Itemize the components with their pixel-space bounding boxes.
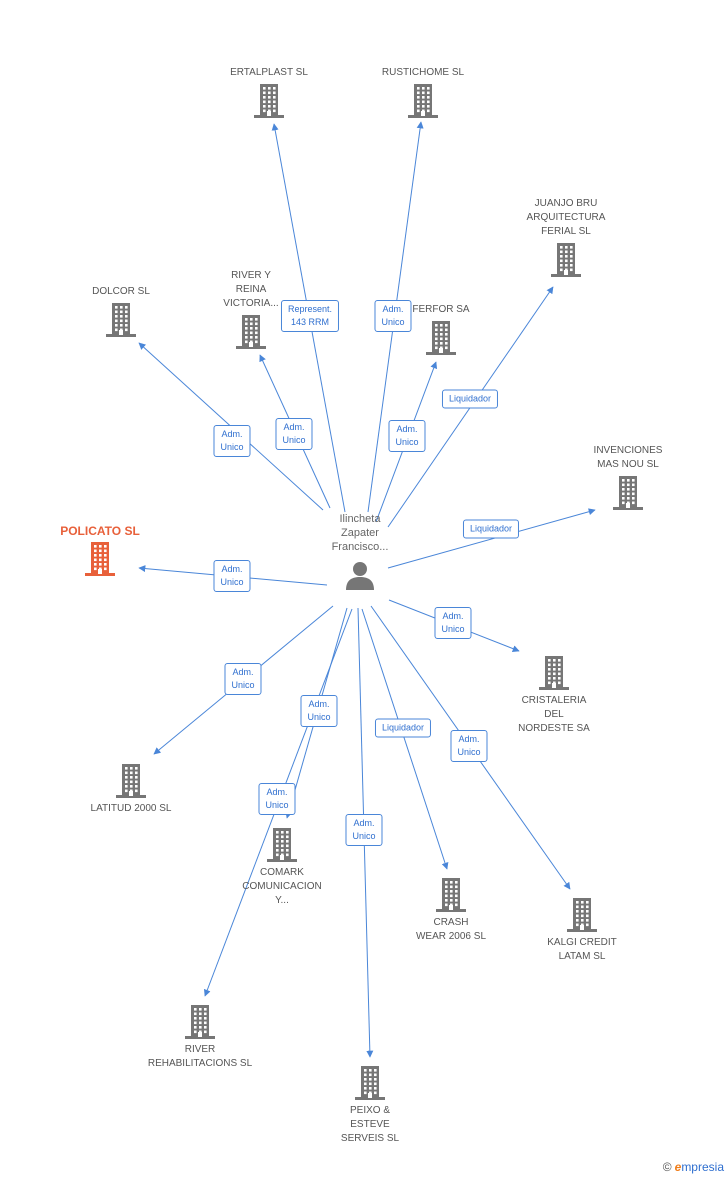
building-icon [106, 303, 136, 337]
edge-label-policato[interactable]: Adm. Unico [213, 560, 251, 592]
edge-invenciones [387, 508, 596, 569]
copyright-symbol: © [662, 1160, 672, 1174]
company-name: PEIXO & ESTEVE SERVEIS SL [340, 1105, 400, 1144]
brand-name: mpresia [681, 1160, 724, 1174]
company-name: KALGI CREDIT LATAM SL [547, 937, 617, 962]
company-node-ferfor[interactable]: FERFOR SA [376, 303, 506, 355]
edge-label-cristaleria[interactable]: Adm. Unico [434, 607, 472, 639]
edge-crash [361, 608, 449, 870]
edge-label-invenciones[interactable]: Liquidador [462, 519, 520, 539]
company-name: RIVER REHABILITACIONS SL [147, 1044, 253, 1069]
company-name: POLICATO SL [60, 524, 140, 538]
company-name: RIVER Y REINA VICTORIA... [223, 270, 279, 309]
edge-label-peixo[interactable]: Adm. Unico [345, 814, 383, 846]
company-node-invenciones[interactable]: INVENCIONES MAS NOU SL [563, 444, 693, 510]
company-node-rustichome[interactable]: RUSTICHOME SL [358, 66, 488, 118]
building-icon [116, 764, 146, 798]
company-node-policato[interactable]: POLICATO SL [35, 524, 165, 576]
building-icon [551, 243, 581, 277]
edge-label-crash[interactable]: Liquidador [374, 718, 432, 738]
building-icon [267, 828, 297, 862]
brand-logo: ©empresia [663, 1160, 724, 1174]
company-node-juanjo[interactable]: JUANJO BRU ARQUITECTURA FERIAL SL [501, 197, 631, 277]
building-icon [613, 476, 643, 510]
center-person-name: Ilincheta Zapater Francisco... [331, 513, 389, 553]
company-name: COMARK COMUNICACION Y... [242, 867, 322, 906]
company-node-dolcor[interactable]: DOLCOR SL [56, 285, 186, 337]
edge-label-kalgi[interactable]: Adm. Unico [450, 730, 488, 762]
edge-label-river-reina[interactable]: Adm. Unico [275, 418, 313, 450]
brand-initial: e [674, 1160, 682, 1174]
edge-label-ertalplast[interactable]: Represent. 143 RRM [280, 300, 340, 332]
edge-label-comark[interactable]: Adm. Unico [300, 695, 338, 727]
company-node-latitud[interactable]: LATITUD 2000 SL [66, 764, 196, 816]
building-icon [254, 84, 284, 118]
company-name: DOLCOR SL [92, 286, 150, 297]
edge-label-rustichome[interactable]: Adm. Unico [374, 300, 412, 332]
building-icon [436, 878, 466, 912]
edge-label-latitud[interactable]: Adm. Unico [224, 663, 262, 695]
edge-label-ferfor[interactable]: Adm. Unico [388, 420, 426, 452]
company-node-river-reina[interactable]: RIVER Y REINA VICTORIA... [186, 269, 316, 349]
company-node-cristaleria[interactable]: CRISTALERIA DEL NORDESTE SA [489, 656, 619, 736]
company-node-comark[interactable]: COMARK COMUNICACION Y... [217, 828, 347, 908]
building-icon [185, 1005, 215, 1039]
company-node-peixo[interactable]: PEIXO & ESTEVE SERVEIS SL [305, 1066, 435, 1146]
building-icon [85, 542, 115, 576]
building-icon [408, 84, 438, 118]
center-person[interactable]: Ilincheta Zapater Francisco... [295, 512, 425, 590]
company-name: INVENCIONES MAS NOU SL [593, 445, 663, 470]
company-node-crash[interactable]: CRASH WEAR 2006 SL [386, 878, 516, 944]
building-icon [567, 898, 597, 932]
building-icon [355, 1066, 385, 1100]
company-node-kalgi[interactable]: KALGI CREDIT LATAM SL [517, 898, 647, 964]
company-name: CRASH WEAR 2006 SL [415, 917, 487, 942]
edge-label-river-rehab[interactable]: Adm. Unico [258, 783, 296, 815]
company-name: RUSTICHOME SL [381, 67, 465, 78]
building-icon [426, 321, 456, 355]
company-name: JUANJO BRU ARQUITECTURA FERIAL SL [526, 198, 606, 237]
building-icon [236, 315, 266, 349]
company-name: FERFOR SA [412, 304, 470, 315]
building-icon [539, 656, 569, 690]
person-icon [346, 562, 374, 590]
company-node-ertalplast[interactable]: ERTALPLAST SL [204, 66, 334, 118]
edge-label-dolcor[interactable]: Adm. Unico [213, 425, 251, 457]
company-node-river-rehab[interactable]: RIVER REHABILITACIONS SL [135, 1005, 265, 1071]
company-name: ERTALPLAST SL [230, 67, 308, 78]
company-name: CRISTALERIA DEL NORDESTE SA [518, 695, 590, 734]
company-name: LATITUD 2000 SL [90, 803, 172, 814]
edge-label-juanjo[interactable]: Liquidador [441, 389, 499, 409]
